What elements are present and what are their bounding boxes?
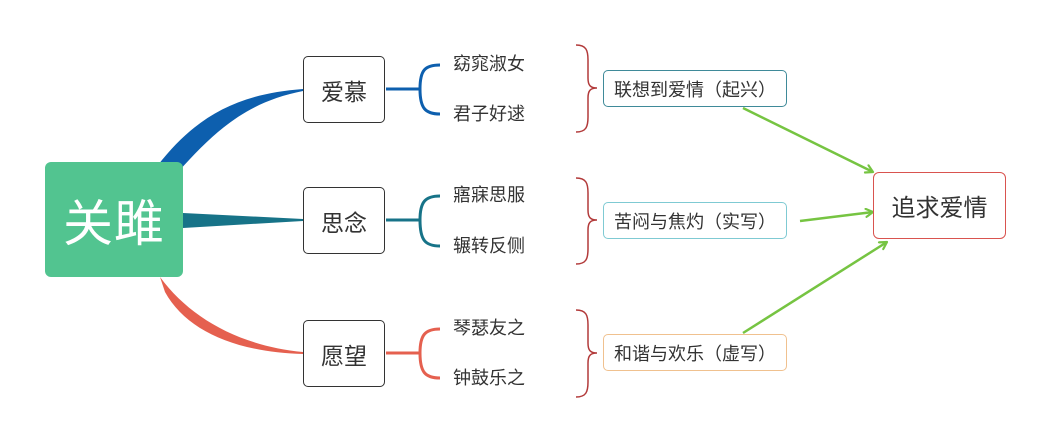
branch-fork-0: [386, 63, 441, 116]
summary-arrow-2: [742, 242, 887, 335]
branch-node-aimu[interactable]: 爱慕: [303, 56, 385, 123]
branch-fork-1: [386, 194, 441, 248]
branch-label: 思念: [321, 210, 367, 237]
leaf-item[interactable]: 钟鼓乐之: [453, 368, 525, 389]
summary-label: 苦闷与焦灼（实写）: [614, 211, 776, 233]
leaf-item[interactable]: 辗转反侧: [453, 236, 525, 257]
leaf-item[interactable]: 君子好逑: [453, 104, 525, 125]
summary-arrow-0: [742, 106, 873, 172]
root-node[interactable]: 关雎: [45, 162, 183, 277]
goal-node[interactable]: 追求爱情: [873, 172, 1006, 239]
summary-label: 和谐与欢乐（虚写）: [614, 343, 776, 365]
root-connector-2: [160, 277, 303, 354]
branch-label: 愿望: [321, 343, 367, 370]
root-label: 关雎: [63, 194, 165, 253]
branch-fork-2: [386, 327, 441, 380]
branch-node-sinian[interactable]: 思念: [303, 187, 385, 254]
summary-arrow-1: [799, 212, 873, 223]
leaf-item[interactable]: 琴瑟友之: [453, 318, 525, 339]
root-connector-1: [183, 213, 303, 228]
summary-node[interactable]: 苦闷与焦灼（实写）: [603, 202, 787, 239]
summary-brace-0: [575, 44, 598, 133]
summary-node[interactable]: 联想到爱情（起兴）: [603, 70, 787, 107]
branch-label: 爱慕: [321, 79, 367, 106]
summary-node[interactable]: 和谐与欢乐（虚写）: [603, 334, 787, 371]
leaf-item[interactable]: 寤寐思服: [453, 185, 525, 206]
summary-label: 联想到爱情（起兴）: [614, 79, 776, 101]
goal-label: 追求爱情: [891, 194, 988, 222]
summary-brace-2: [575, 309, 598, 398]
leaf-item[interactable]: 窈窕淑女: [453, 54, 525, 75]
summary-brace-1: [575, 177, 598, 265]
branch-node-yuanwang[interactable]: 愿望: [303, 320, 385, 387]
root-connector-0: [158, 89, 303, 172]
